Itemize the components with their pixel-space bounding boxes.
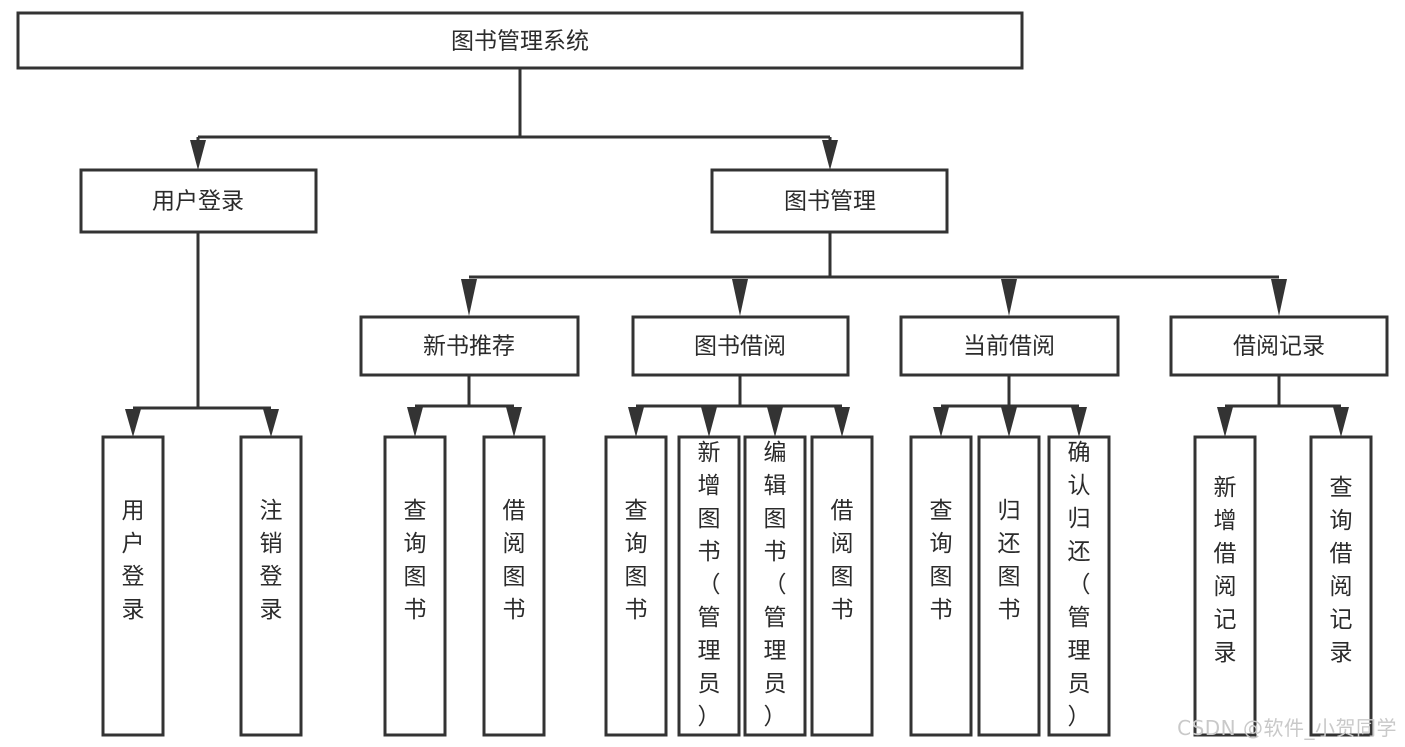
leaf-add-book-admin[interactable]: 新增图书（管理员） xyxy=(677,435,741,737)
arrowhead-l2-2 xyxy=(822,140,838,170)
node-label-leaf-logout: 注销登录 xyxy=(260,498,283,623)
node-label-leaf-query-book-2: 查询图书 xyxy=(625,498,648,623)
node-label-new-book-recommend: 新书推荐 xyxy=(423,334,515,360)
node-box-leaf-query-book-3[interactable] xyxy=(909,435,973,737)
leaf-query-book-2[interactable]: 查询图书 xyxy=(604,435,668,737)
arrowhead-l3-3 xyxy=(1001,279,1017,316)
node-box-leaf-edit-book-admin[interactable] xyxy=(743,435,807,737)
node-label-root: 图书管理系统 xyxy=(451,29,589,55)
arrowhead-l4-1 xyxy=(125,409,141,437)
arrowhead-l3-4 xyxy=(1271,279,1287,316)
node-book-borrow[interactable]: 图书借阅 xyxy=(631,315,850,377)
leaf-return-book[interactable]: 归还图书 xyxy=(977,435,1041,737)
leaf-logout[interactable]: 注销登录 xyxy=(239,435,303,737)
node-book-management[interactable]: 图书管理 xyxy=(710,168,949,234)
node-label-current-borrow: 当前借阅 xyxy=(963,334,1055,360)
arrowhead-l4-6 xyxy=(701,407,717,437)
node-box-new-book-recommend[interactable] xyxy=(359,315,580,377)
node-label-book-borrow: 图书借阅 xyxy=(694,334,786,360)
node-label-leaf-return-book: 归还图书 xyxy=(998,498,1021,623)
arrowhead-l3-2 xyxy=(732,279,748,316)
arrowhead-l2-1 xyxy=(190,140,206,170)
node-box-leaf-logout[interactable] xyxy=(239,435,303,737)
node-label-leaf-query-borrow-record: 查询借阅记录 xyxy=(1330,475,1353,666)
node-label-leaf-query-book-1: 查询图书 xyxy=(404,498,427,623)
node-label-leaf-borrow-book-1: 借阅图书 xyxy=(503,498,526,623)
arrowhead-l4-7 xyxy=(767,407,783,437)
node-box-current-borrow[interactable] xyxy=(899,315,1120,377)
node-box-book-management[interactable] xyxy=(710,168,949,234)
node-box-leaf-user-login[interactable] xyxy=(101,435,165,737)
node-label-borrow-record: 借阅记录 xyxy=(1233,334,1325,360)
arrowhead-l4-8 xyxy=(834,407,850,437)
node-box-leaf-add-borrow-record[interactable] xyxy=(1193,435,1257,737)
node-box-root[interactable] xyxy=(16,11,1024,70)
arrowhead-l4-12 xyxy=(1217,407,1233,437)
leaf-query-borrow-record[interactable]: 查询借阅记录 xyxy=(1309,435,1373,737)
leaf-user-login[interactable]: 用户登录 xyxy=(101,435,165,737)
leaf-query-book-3[interactable]: 查询图书 xyxy=(909,435,973,737)
node-box-leaf-return-book[interactable] xyxy=(977,435,1041,737)
node-box-leaf-query-book-2[interactable] xyxy=(604,435,668,737)
arrowhead-l4-3 xyxy=(407,407,423,437)
leaf-borrow-book-2[interactable]: 借阅图书 xyxy=(810,435,874,737)
node-box-leaf-borrow-book-1[interactable] xyxy=(482,435,546,737)
node-label-leaf-add-borrow-record: 新增借阅记录 xyxy=(1214,475,1237,666)
node-new-book-recommend[interactable]: 新书推荐 xyxy=(359,315,580,377)
arrowhead-l4-11 xyxy=(1071,407,1087,437)
node-box-leaf-add-book-admin[interactable] xyxy=(677,435,741,737)
arrowhead-l4-2 xyxy=(263,409,279,437)
node-root[interactable]: 图书管理系统 xyxy=(16,11,1024,70)
node-box-borrow-record[interactable] xyxy=(1169,315,1389,377)
arrowhead-l4-10 xyxy=(1001,407,1017,437)
node-box-user-login[interactable] xyxy=(79,168,318,234)
leaf-borrow-book-1[interactable]: 借阅图书 xyxy=(482,435,546,737)
arrowhead-l4-4 xyxy=(506,407,522,437)
leaf-query-book-1[interactable]: 查询图书 xyxy=(383,435,447,737)
arrowhead-l4-13 xyxy=(1333,407,1349,437)
node-label-leaf-query-book-3: 查询图书 xyxy=(930,498,953,623)
node-box-leaf-borrow-book-2[interactable] xyxy=(810,435,874,737)
node-label-leaf-user-login: 用户登录 xyxy=(122,498,145,623)
connector-layer xyxy=(125,68,1349,437)
node-box-leaf-confirm-return-admin[interactable] xyxy=(1047,435,1111,737)
leaf-add-borrow-record[interactable]: 新增借阅记录 xyxy=(1193,435,1257,737)
node-box-leaf-query-book-1[interactable] xyxy=(383,435,447,737)
arrowhead-l4-9 xyxy=(933,407,949,437)
node-box-leaf-query-borrow-record[interactable] xyxy=(1309,435,1373,737)
node-label-leaf-borrow-book-2: 借阅图书 xyxy=(831,498,854,623)
arrowhead-l3-1 xyxy=(461,279,477,316)
arrowhead-l4-5 xyxy=(628,407,644,437)
node-user-login[interactable]: 用户登录 xyxy=(79,168,318,234)
node-current-borrow[interactable]: 当前借阅 xyxy=(899,315,1120,377)
leaf-edit-book-admin[interactable]: 编辑图书（管理员） xyxy=(743,435,807,737)
node-label-book-management: 图书管理 xyxy=(784,189,876,215)
node-label-leaf-add-book-admin: 新增图书（管理员） xyxy=(698,440,721,730)
leaf-confirm-return-admin[interactable]: 确认归还（管理员） xyxy=(1047,435,1111,737)
node-label-leaf-confirm-return-admin: 确认归还（管理员） xyxy=(1068,440,1091,730)
node-box-book-borrow[interactable] xyxy=(631,315,850,377)
node-borrow-record[interactable]: 借阅记录 xyxy=(1169,315,1389,377)
node-label-user-login: 用户登录 xyxy=(152,189,244,215)
node-label-leaf-edit-book-admin: 编辑图书（管理员） xyxy=(764,440,787,730)
